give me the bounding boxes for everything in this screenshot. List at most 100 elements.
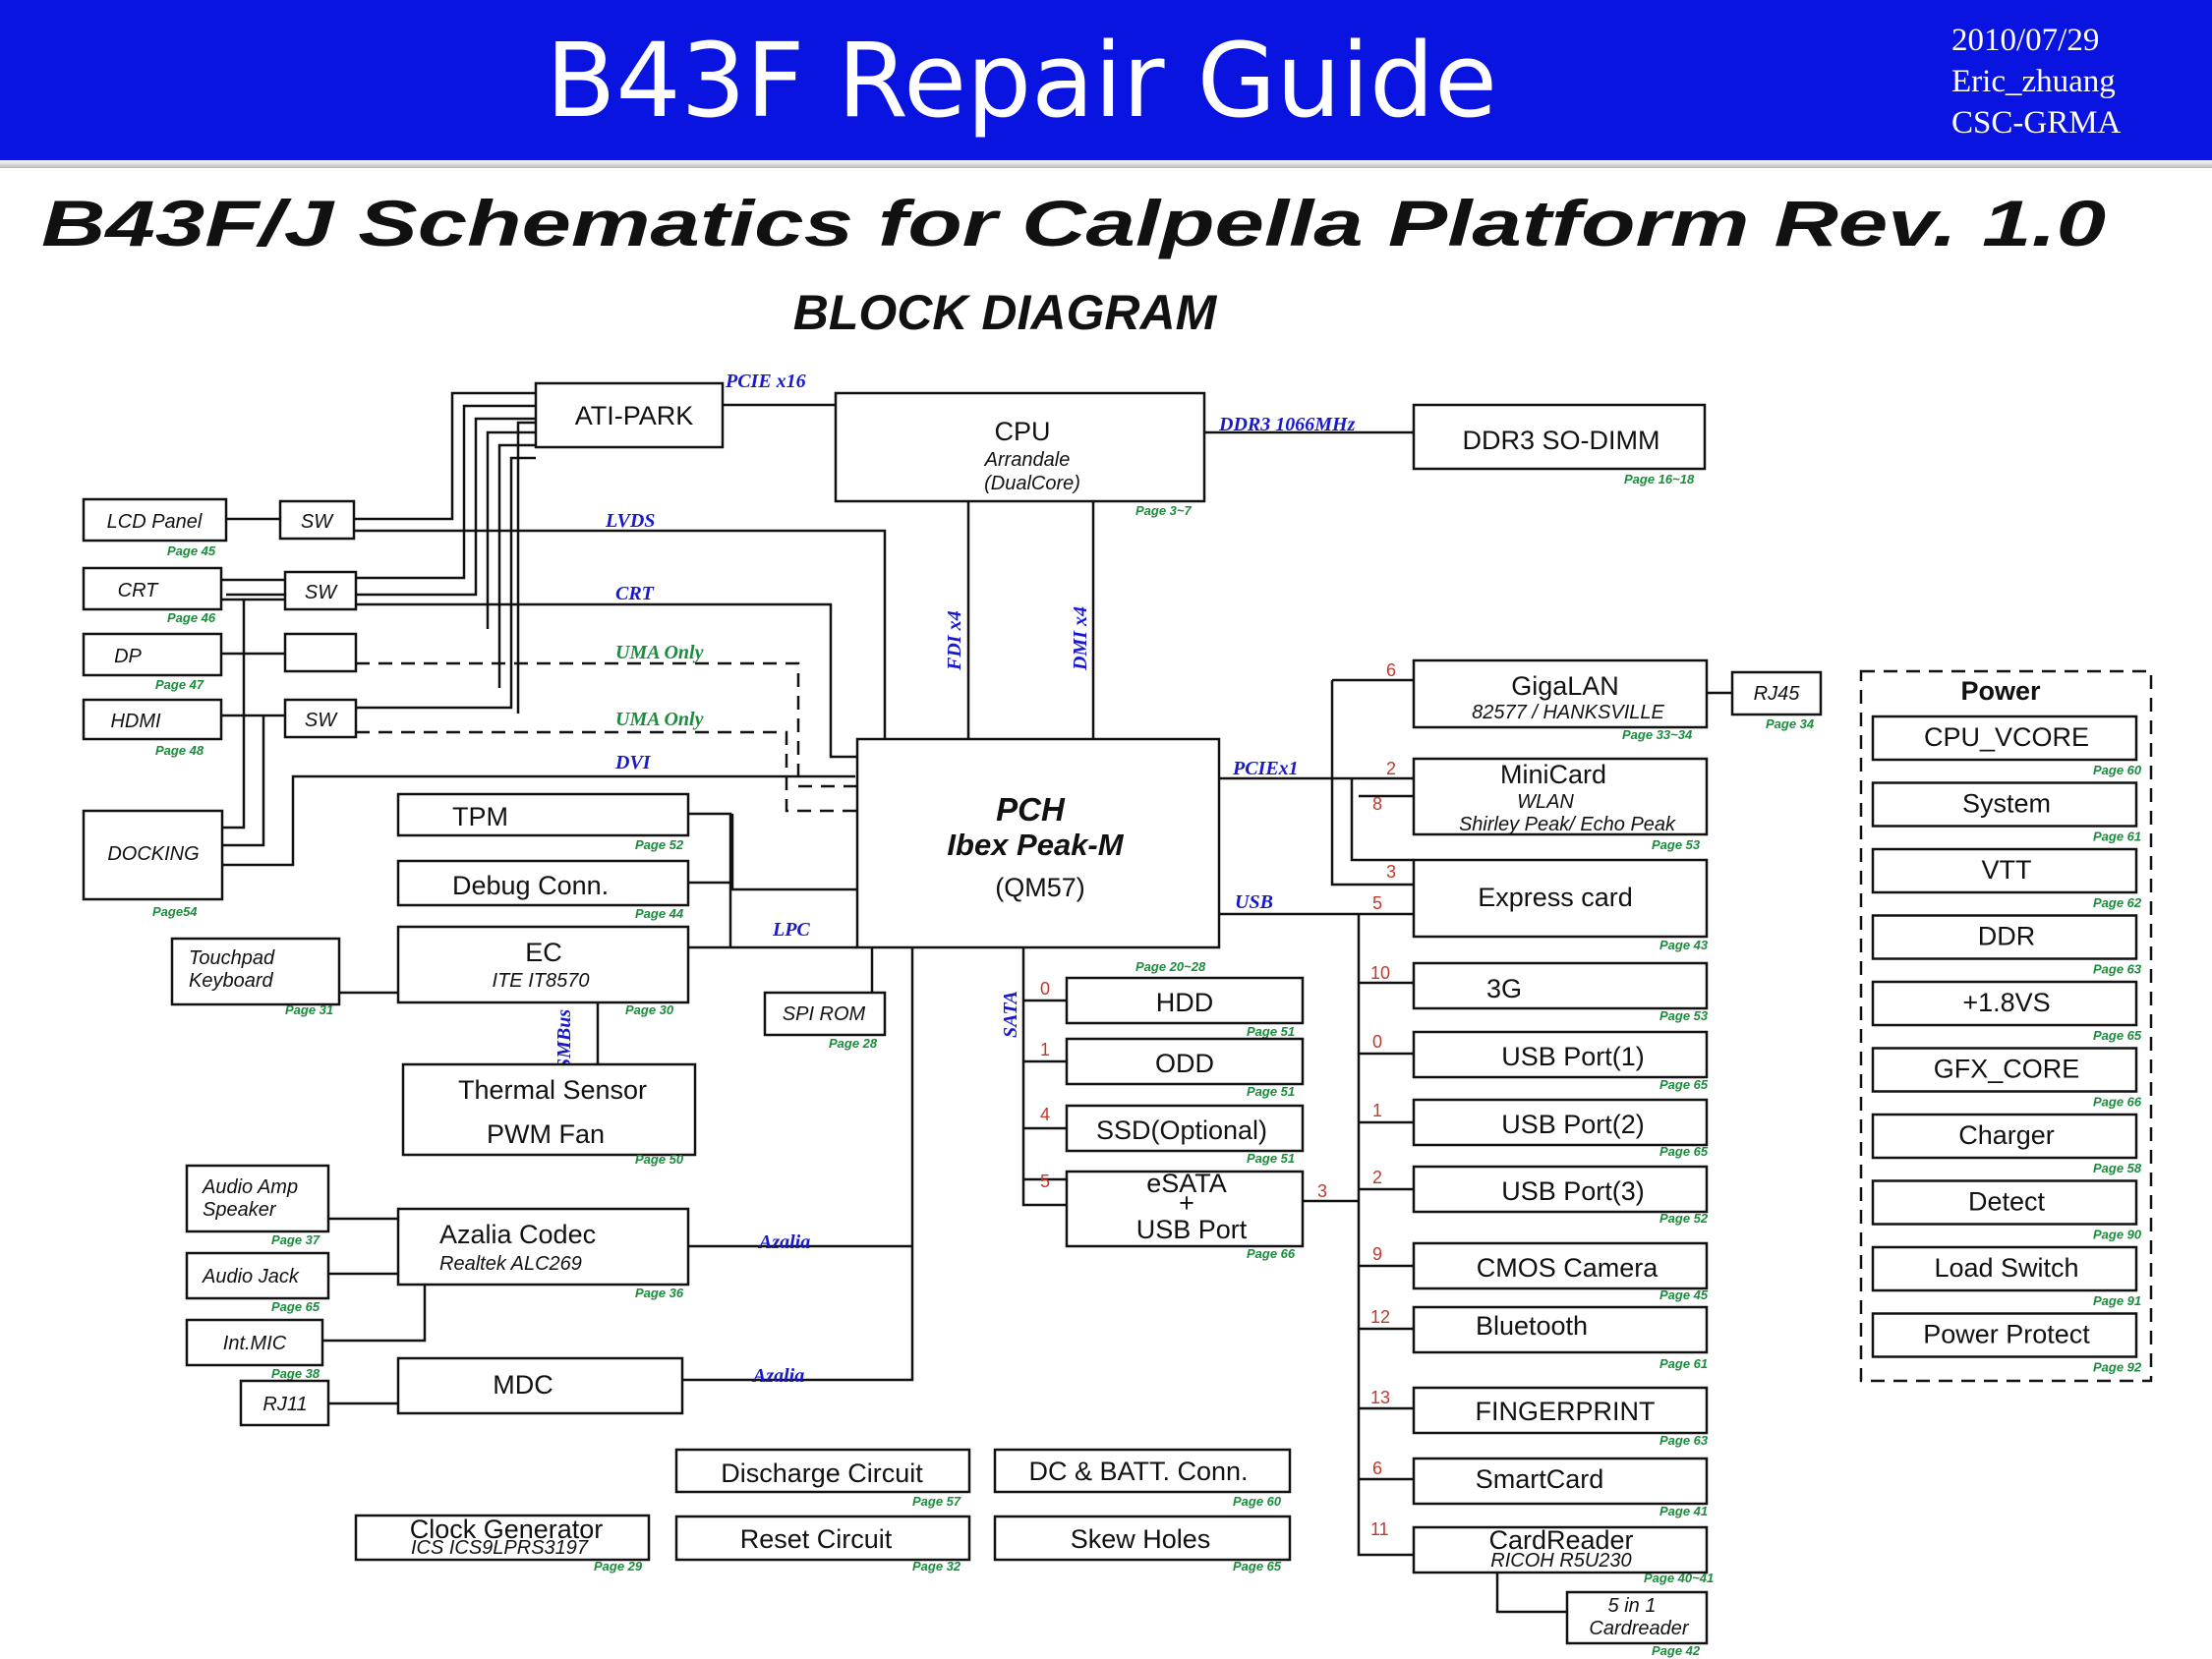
block-skew-holes[interactable]: Skew Holes Page 65 — [993, 1515, 1292, 1573]
block-dp[interactable]: DP Page 47 — [82, 632, 223, 692]
block-bluetooth[interactable]: Bluetooth Page 61 — [1412, 1305, 1709, 1371]
block-ec[interactable]: EC ITE IT8570 Page 30 — [396, 925, 690, 1017]
dp-page: Page 47 — [155, 677, 204, 692]
spi-rom-label: SPI ROM — [783, 1003, 866, 1025]
port-3g: 10 — [1370, 963, 1390, 983]
crt-box — [82, 566, 223, 611]
tpm-label: TPM — [452, 802, 508, 831]
dc-batt-page: Page 60 — [1233, 1494, 1282, 1509]
hdmi-page: Page 48 — [155, 743, 204, 758]
ssd-page: Page 51 — [1247, 1151, 1295, 1166]
block-audio-jack[interactable]: Audio Jack Page 65 — [185, 1251, 330, 1314]
port-gigalan: 6 — [1386, 660, 1396, 680]
block-usb-port-2[interactable]: USB Port(2) Page 65 — [1412, 1098, 1709, 1159]
block-sw-hdmi[interactable]: SW — [283, 698, 358, 739]
block-minicard[interactable]: MiniCard WLAN Shirley Peak/ Echo Peak Pa… — [1412, 757, 1709, 852]
block-docking[interactable]: DOCKING Page54 — [82, 809, 224, 919]
cpu-box — [834, 391, 1206, 503]
block-clock-generator[interactable]: Clock Generator ICS ICS9LPRS3197 Page 29 — [354, 1514, 651, 1573]
usb3-box — [1412, 1165, 1709, 1214]
block-cpu[interactable]: CPU Arrandale (DualCore) Page 3~7 — [834, 391, 1206, 518]
power-item-page: Page 92 — [2093, 1360, 2142, 1375]
block-crt[interactable]: CRT Page 46 — [82, 566, 223, 625]
rj11-label: RJ11 — [262, 1394, 307, 1415]
dc-batt-box — [993, 1448, 1292, 1494]
block-5-in-1-cardreader[interactable]: 5 in 1 Cardreader Page 42 — [1565, 1590, 1709, 1658]
odd-box — [1065, 1037, 1305, 1086]
block-ssd[interactable]: SSD(Optional) Page 51 — [1065, 1104, 1305, 1166]
block-usb-port-3[interactable]: USB Port(3) Page 52 — [1412, 1165, 1709, 1226]
bluetooth-box — [1412, 1305, 1709, 1354]
block-lcd-panel[interactable]: LCD Panel Page 45 — [82, 497, 228, 558]
block-sw-crt[interactable]: SW — [283, 570, 358, 611]
block-int-mic[interactable]: Int.MIC Page 38 — [185, 1318, 324, 1381]
block-3g[interactable]: 3G Page 53 — [1412, 961, 1709, 1023]
block-reset-circuit[interactable]: Reset Circuit Page 32 — [674, 1515, 971, 1573]
block-touchpad-keyboard[interactable]: Touchpad Keyboard Page 31 — [170, 937, 341, 1017]
block-cmos-camera[interactable]: CMOS Camera Page 45 — [1412, 1241, 1709, 1302]
block-express-card[interactable]: Express card Page 43 — [1412, 858, 1709, 952]
block-fingerprint[interactable]: FINGERPRINT Page 63 — [1412, 1386, 1709, 1448]
ssd-box — [1065, 1104, 1305, 1153]
power-item-label: System — [1962, 789, 2051, 819]
ec-label: EC — [525, 938, 562, 967]
express-box — [1412, 858, 1709, 939]
minicard-label-2: WLAN — [1517, 791, 1574, 813]
block-azalia-codec[interactable]: Azalia Codec Realtek ALC269 Page 36 — [396, 1207, 690, 1300]
usb1-page: Page 65 — [1659, 1077, 1709, 1092]
block-ddr3[interactable]: DDR3 SO-DIMM Page 16~18 — [1412, 403, 1707, 486]
block-sw-lcd[interactable]: SW — [278, 499, 356, 541]
dc-batt-label: DC & BATT. Conn. — [1028, 1457, 1248, 1486]
block-pch[interactable]: PCH Ibex Peak-M (QM57) Page 20~28 — [855, 737, 1221, 974]
block-ati-park[interactable]: ATI-PARK — [534, 381, 725, 449]
block-rj45[interactable]: RJ45 Page 34 — [1730, 670, 1823, 731]
express-page: Page 43 — [1659, 938, 1709, 952]
block-rj11[interactable]: RJ11 — [239, 1379, 330, 1427]
port-smartcard: 6 — [1372, 1459, 1382, 1478]
power-title: Power — [1960, 676, 2041, 706]
block-hdd[interactable]: HDD Page 51 — [1065, 976, 1305, 1039]
block-tpm[interactable]: TPM Page 52 — [396, 792, 690, 852]
meta-author: Eric_zhuang — [1951, 64, 2116, 99]
discharge-label: Discharge Circuit — [721, 1459, 923, 1488]
port-numbers: 6 2 8 3 5 10 0 1 2 9 12 13 6 11 0 1 4 5 … — [1040, 660, 1396, 1539]
cpu-label: CPU — [994, 417, 1050, 446]
block-gigalan[interactable]: GigaLAN 82577 / HANKSVILLE Page 33~34 — [1412, 658, 1709, 742]
block-cardreader[interactable]: CardReader RICOH R5U230 Page 40~41 — [1412, 1525, 1714, 1585]
block-odd[interactable]: ODD Page 51 — [1065, 1037, 1305, 1099]
block-mdc[interactable]: MDC — [396, 1356, 684, 1415]
block-audio-amp[interactable]: Audio Amp Speaker Page 37 — [185, 1164, 330, 1247]
block-spi-rom[interactable]: SPI ROM Page 28 — [763, 991, 887, 1051]
block-thermal-sensor[interactable]: Thermal Sensor PWM Fan Page 50 — [401, 1062, 697, 1167]
esata-label-1: eSATA — [1146, 1169, 1227, 1198]
discharge-box — [674, 1448, 971, 1494]
block-esata[interactable]: eSATA + USB Port Page 66 — [1065, 1169, 1305, 1261]
odd-label: ODD — [1155, 1049, 1214, 1078]
block-debug-conn[interactable]: Debug Conn. Page 44 — [396, 859, 690, 921]
block-smartcard[interactable]: SmartCard Page 41 — [1412, 1457, 1709, 1518]
debug-label: Debug Conn. — [452, 871, 609, 900]
block-hdmi[interactable]: HDMI Page 48 — [82, 698, 223, 758]
power-item-page: Page 65 — [2093, 1028, 2142, 1043]
usb2-label: USB Port(2) — [1501, 1110, 1645, 1139]
title-bar — [0, 0, 2212, 160]
block-discharge-circuit[interactable]: Discharge Circuit Page 57 — [674, 1448, 971, 1509]
bus-azalia-2: Azalia — [751, 1365, 804, 1387]
block-dc-batt-conn[interactable]: DC & BATT. Conn. Page 60 — [993, 1448, 1292, 1509]
block-usb-port-1[interactable]: USB Port(1) Page 65 — [1412, 1030, 1709, 1092]
touchpad-label-2: Keyboard — [189, 970, 273, 992]
power-item-box — [1871, 781, 2138, 828]
sw-hdmi-label: SW — [305, 710, 338, 731]
express-label: Express card — [1478, 883, 1633, 912]
g3-label: 3G — [1486, 974, 1522, 1003]
